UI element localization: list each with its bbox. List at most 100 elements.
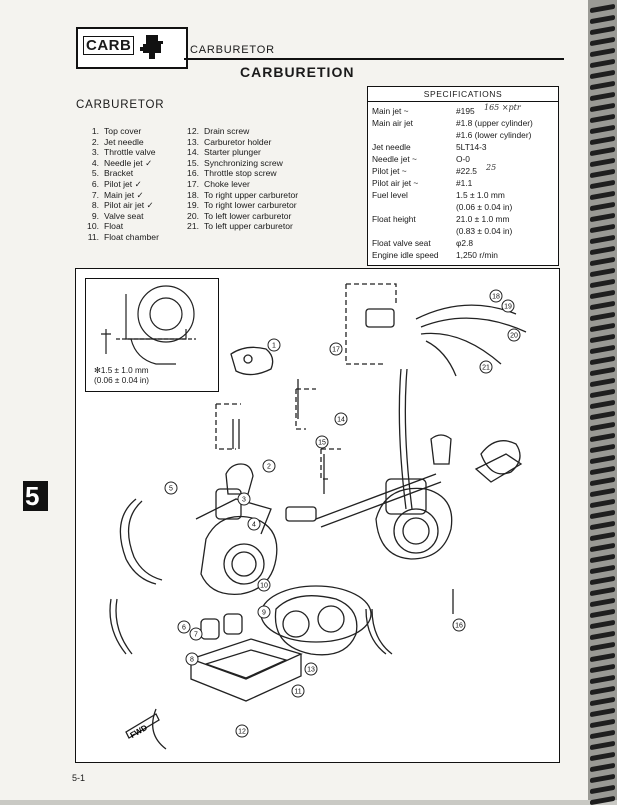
binding-coil [590, 718, 615, 729]
svg-text:5: 5 [169, 486, 173, 493]
binding-coil [590, 652, 615, 663]
binding-coil [590, 575, 615, 586]
spec-label: Needle jet ~ [372, 154, 417, 164]
binding-coil [590, 454, 615, 465]
binding-coil [590, 69, 615, 80]
section-number: 5 [25, 481, 40, 511]
part-label: To left upper carburetor [204, 221, 293, 232]
part-number: 15. [187, 157, 199, 168]
spec-value: (0.83 ± 0.04 in) [456, 226, 513, 236]
binding-coil [590, 762, 615, 773]
callout-21: 21 [479, 360, 493, 374]
part-label: Needle jet ✓ [104, 157, 153, 168]
callout-18: 18 [489, 289, 503, 303]
parts-list-item: 11.Float chamber [82, 232, 159, 243]
svg-text:9: 9 [262, 610, 266, 617]
svg-text:16: 16 [455, 623, 463, 630]
part-label: Starter plunger [204, 147, 261, 158]
binding-coil [590, 25, 615, 36]
binding-coil [590, 80, 615, 91]
part-number: 14. [187, 147, 199, 158]
binding-coil [590, 476, 615, 487]
parts-list-item: 6.Pilot jet ✓ [82, 179, 159, 190]
part-label: To left lower carburetor [204, 210, 292, 221]
part-number: 18. [187, 189, 199, 200]
svg-text:18: 18 [492, 294, 500, 301]
part-label: Bracket [104, 168, 134, 179]
binding-coil [590, 168, 615, 179]
callout-16: 16 [452, 618, 466, 632]
part-number: 2. [91, 136, 99, 147]
section-tab [23, 481, 48, 511]
binding-coil [590, 300, 615, 311]
callout-12: 12 [235, 724, 249, 738]
binding-coil [590, 14, 615, 25]
callout-19: 19 [501, 299, 515, 313]
part-label: To right lower carburetor [204, 200, 297, 211]
part-label: Throttle stop screw [204, 168, 277, 179]
svg-text:4: 4 [252, 522, 256, 529]
binding-coil [590, 597, 615, 608]
callout-5: 5 [164, 481, 178, 495]
spec-label: Pilot air jet ~ [372, 178, 419, 188]
part-label: Main jet ✓ [104, 189, 144, 200]
part-number: 13. [187, 136, 199, 147]
parts-list-item: 5.Bracket [82, 168, 159, 179]
spec-value: #1.1 [456, 178, 473, 188]
svg-text:8: 8 [190, 657, 194, 664]
parts-list-item: 13.Carburetor holder [182, 137, 298, 148]
fuel-level-inset [85, 278, 219, 392]
binding-coil [590, 608, 615, 619]
binding-coil [590, 707, 615, 718]
parts-list-item: 14. Starter plunger [182, 147, 298, 158]
callout-13: 13 [304, 662, 318, 676]
binding-coil [590, 47, 615, 58]
binding-coil [590, 223, 615, 234]
binding-coil [590, 564, 615, 575]
carburetor-icon [140, 35, 163, 59]
spiral-binding [588, 0, 617, 805]
part-label: Choke lever [204, 178, 250, 189]
parts-list-item: 2.Jet needle [82, 137, 159, 148]
binding-coil [590, 410, 615, 421]
parts-list-item: 4.Needle jet ✓ [82, 158, 159, 169]
callout-8: 8 [185, 652, 199, 666]
binding-coil [590, 773, 615, 784]
part-number: 12. [187, 126, 199, 136]
binding-coil [590, 751, 615, 762]
binding-coil [590, 91, 615, 102]
svg-text:12: 12 [238, 729, 246, 736]
part-number: 16. [187, 168, 199, 179]
svg-text:2: 2 [267, 464, 271, 471]
parts-list-item: 19. To right lower carburetor [182, 200, 298, 211]
binding-coil [590, 179, 615, 190]
part-number: 19. [187, 200, 199, 211]
callout-15: 15 [315, 435, 329, 449]
parts-list-item: 21.To left upper carburetor [182, 221, 298, 232]
part-label: Valve seat [104, 210, 144, 221]
header-rule [184, 58, 564, 60]
svg-text:14: 14 [337, 417, 345, 424]
svg-text:20: 20 [510, 333, 518, 340]
part-label: Pilot air jet ✓ [104, 200, 154, 211]
callout-7: 7 [189, 627, 203, 641]
binding-coil [590, 267, 615, 278]
callout-14: 14 [334, 412, 348, 426]
binding-coil [590, 520, 615, 531]
part-number: 6. [91, 178, 99, 189]
binding-coil [590, 278, 615, 289]
binding-coil [590, 113, 615, 124]
binding-coil [590, 3, 615, 14]
part-label: To right upper carburetor [204, 189, 299, 200]
binding-coil [590, 322, 615, 333]
parts-list-item: 15.Synchronizing screw [182, 158, 298, 169]
binding-coil [590, 740, 615, 751]
binding-coil [590, 124, 615, 135]
parts-list-item: 10.Float [82, 221, 159, 232]
part-number: 1. [91, 126, 99, 136]
binding-coil [590, 487, 615, 498]
spec-value: φ2.8 [456, 238, 474, 248]
section-title: CARBURETOR [190, 44, 275, 56]
svg-text:10: 10 [260, 583, 268, 590]
